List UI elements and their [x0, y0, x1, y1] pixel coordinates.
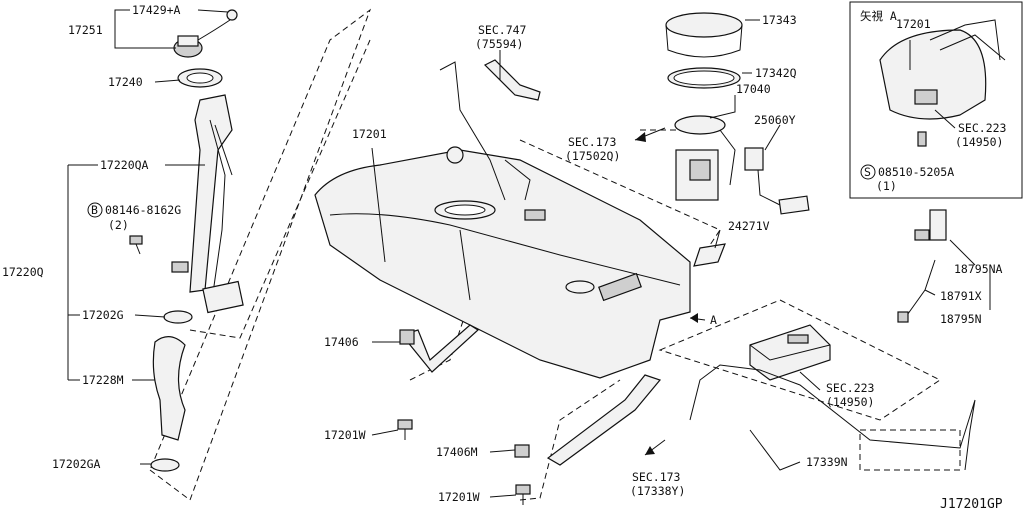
label-25060y: 25060Y [754, 113, 796, 127]
label-sec747: SEC.747 [478, 23, 527, 37]
label-17201w-upper: 17201W [324, 428, 366, 442]
level-sensor [744, 147, 810, 215]
label-18795n: 18795N [940, 312, 982, 326]
label-sec223-canister-sub: (14950) [826, 395, 874, 409]
label-screw-s: 08510-5205A [878, 165, 954, 179]
label-17220qa: 17220QA [100, 158, 149, 172]
filler-cap [173, 9, 238, 58]
label-17240: 17240 [108, 75, 143, 89]
label-17406m: 17406M [436, 445, 478, 459]
filler-tube [171, 94, 244, 314]
diagram-code: J17201GP [940, 497, 1003, 512]
label-bolt-b: 08146-8162G [105, 203, 181, 217]
label-17429a: 17429+A [132, 3, 181, 17]
label-bolt-b-qty: (2) [108, 218, 129, 232]
label-17202ga: 17202GA [52, 457, 101, 471]
fuel-pump [674, 115, 736, 201]
label-screw-s-qty: (1) [876, 179, 897, 193]
filler-gasket [177, 68, 223, 88]
strap-bracket-front [399, 329, 415, 345]
lock-ring [665, 12, 743, 58]
label-18791x: 18791X [940, 289, 982, 303]
fuel-tank [314, 61, 691, 379]
label-sec173-pump: SEC.173 [568, 135, 617, 149]
bolt-b-icon [129, 235, 143, 255]
bolt-17201w-upper [397, 419, 413, 440]
arrow-icons [634, 127, 706, 456]
vapor-line [689, 364, 976, 471]
label-inset-title: 矢視 A [860, 9, 897, 23]
label-sec173-line-sub: (17338Y) [630, 484, 685, 498]
label-sec173-pump-sub: (17502Q) [565, 149, 620, 163]
strap-bracket-rear [514, 444, 530, 458]
tank-pad [693, 243, 726, 267]
label-17406: 17406 [324, 335, 359, 349]
label-sec223-inset-sub: (14950) [955, 135, 1003, 149]
label-sec223-canister: SEC.223 [826, 381, 875, 395]
pressure-sensor [897, 209, 947, 323]
bolt-17201w-lower [515, 484, 531, 505]
label-24271v: 24271V [728, 219, 770, 233]
label-17220q: 17220Q [2, 265, 44, 279]
label-17228m: 17228M [82, 373, 124, 387]
inset-frame [849, 1, 1023, 199]
label-17339n: 17339N [806, 455, 848, 469]
label-17201-tank: 17201 [352, 127, 387, 141]
tank-strap-rear [546, 374, 662, 466]
label-arrow-a: A [710, 313, 717, 327]
badge-s-label: S [864, 165, 871, 179]
leader-lines [67, 9, 991, 498]
label-inset-17201: 17201 [896, 17, 931, 31]
hose-clamp-lower [150, 458, 180, 472]
badge-b-icon: B [87, 202, 103, 218]
label-17343: 17343 [762, 13, 797, 27]
label-17201w-lower: 17201W [438, 490, 480, 504]
filler-hose [152, 336, 186, 441]
badge-s-icon: S [860, 164, 876, 180]
evap-hose [483, 59, 541, 101]
label-17251: 17251 [68, 23, 103, 37]
inset-tank-view [879, 19, 1006, 147]
label-17040: 17040 [736, 82, 771, 96]
label-18795na: 18795NA [954, 262, 1003, 276]
badge-b-label: B [91, 203, 98, 217]
pump-seal [667, 67, 741, 89]
label-sec173-line: SEC.173 [632, 470, 681, 484]
tank-strap-front [400, 324, 479, 373]
evap-canister [749, 324, 831, 381]
label-17342q: 17342Q [755, 66, 797, 80]
label-17202g: 17202G [82, 308, 124, 322]
hose-clamp-upper [163, 310, 193, 324]
label-sec747-sub: (75594) [475, 37, 523, 51]
label-sec223-inset: SEC.223 [958, 121, 1007, 135]
